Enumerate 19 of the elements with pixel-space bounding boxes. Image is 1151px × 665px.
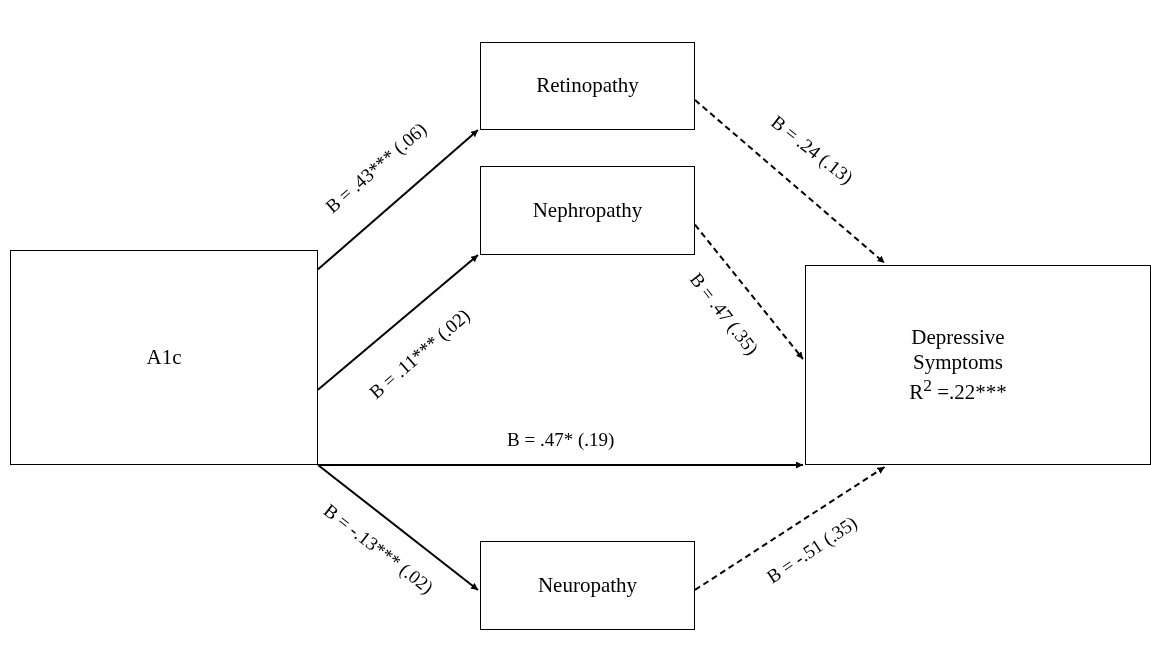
arrow <box>317 464 479 591</box>
variable-name: Depressive Symptoms <box>910 324 1006 376</box>
dashed-arrow <box>694 466 886 591</box>
variable-box <box>480 42 695 130</box>
arrow <box>317 129 479 271</box>
variable-name: Nephropathy <box>532 197 643 224</box>
dashed-arrow <box>694 223 804 360</box>
dashed-arrow <box>694 99 886 264</box>
variable-box <box>10 250 318 465</box>
path-coefficient: B = .47* (.19) <box>505 429 617 451</box>
variable-box <box>480 166 695 255</box>
variable-box <box>480 541 695 630</box>
arrow <box>317 461 804 469</box>
variable-box <box>805 265 1151 465</box>
variable-name: Neuropathy <box>537 572 638 599</box>
r-squared-value: R$^{2}$ =.22*** <box>908 375 1008 406</box>
variable-name: Retinopathy <box>536 73 639 99</box>
arrow <box>317 254 479 391</box>
variable-name: A1c <box>146 344 182 371</box>
